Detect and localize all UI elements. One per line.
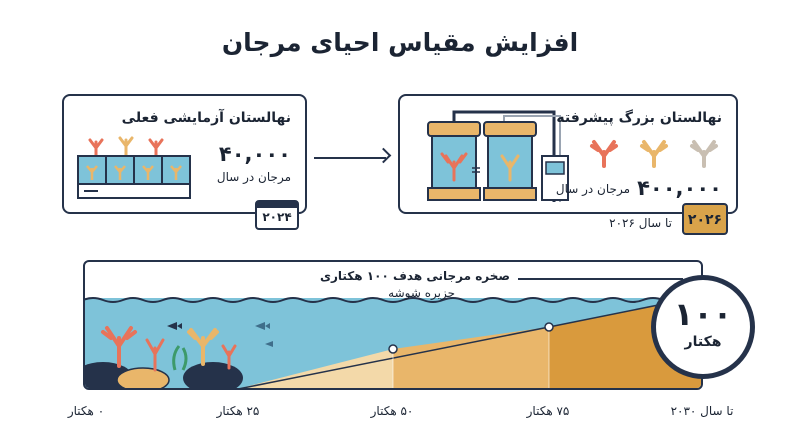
reef-location-label: جزیره شوشه: [388, 286, 455, 300]
axis-label-25: ۲۵ هکتار: [216, 404, 260, 418]
advanced-nursery-value: ۴۰۰,۰۰۰: [637, 176, 722, 200]
arrow-head-icon: [375, 147, 392, 164]
coral-species-icons: [590, 140, 718, 168]
reef-size-unit: هکتار: [684, 334, 722, 350]
current-nursery-unit: مرجان در سال: [216, 170, 291, 184]
current-nursery-title: نهالستان آزمایشی فعلی: [121, 110, 291, 126]
reef-size-badge: ۱۰۰ هکتار: [651, 275, 755, 379]
coral-icon: [88, 136, 164, 158]
advanced-nursery-title: نهالستان بزرگ پیشرفته: [556, 110, 722, 126]
reef-progress-panel: [83, 260, 703, 390]
axis-label-0: ۰ هکتار: [67, 404, 105, 418]
pilot-tank-illustration: [77, 136, 191, 199]
advanced-nursery-unit: مرجان در سال: [555, 182, 630, 196]
current-nursery-card: نهالستان آزمایشی فعلی ۴۰,۰۰۰ مرجان در سا…: [62, 94, 307, 214]
advanced-year-note: تا سال ۲۰۲۶: [609, 216, 672, 230]
fish-icon: [167, 322, 273, 347]
reef-size-value: ۱۰۰: [673, 295, 733, 333]
progress-arrow: [314, 157, 386, 159]
axis-label-75: ۷۵ هکتار: [526, 404, 570, 418]
advanced-nursery-card: نهالستان بزرگ پیشرفته ۴۰۰,۰۰۰ مرجان در س…: [398, 94, 738, 214]
advanced-year-badge: ۲۰۲۶: [682, 203, 728, 235]
coral-reef-cluster: [85, 326, 243, 388]
advanced-tanks-illustration: [427, 110, 569, 202]
reef-callout-line: [518, 278, 683, 280]
page-title: افزایش مقیاس احیای مرجان: [221, 28, 579, 57]
current-year-label: ۲۰۲۴: [262, 210, 292, 224]
calendar-icon: ۲۰۲۴: [255, 200, 299, 230]
advanced-year-label: ۲۰۲۶: [687, 212, 723, 228]
axis-label-50: ۵۰ هکتار: [370, 404, 414, 418]
current-nursery-value: ۴۰,۰۰۰: [218, 142, 291, 166]
reef-target-label: صخره مرجانی هدف ۱۰۰ هکتاری: [320, 269, 510, 283]
reef-scene: [85, 295, 701, 388]
axis-label-end: تا سال ۲۰۳۰: [670, 404, 734, 418]
